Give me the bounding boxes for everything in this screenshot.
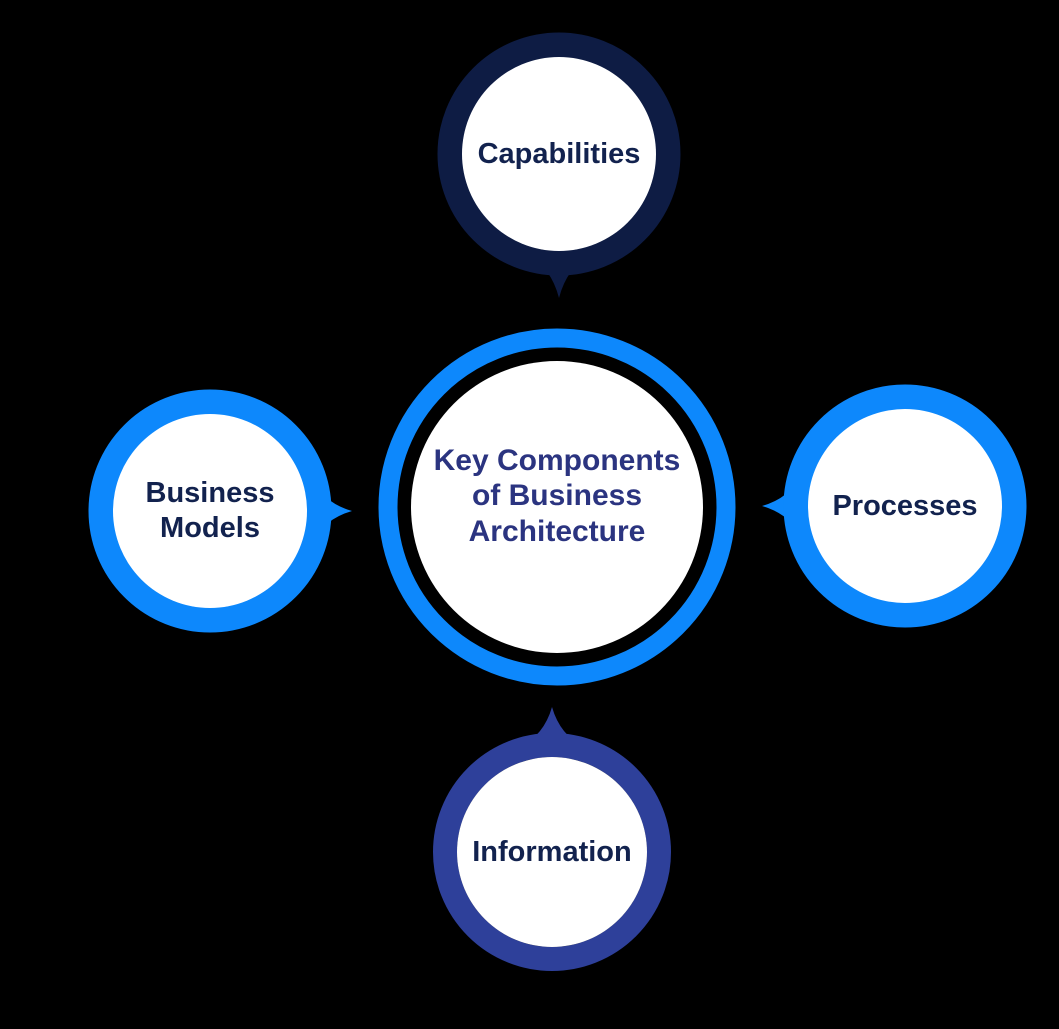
processes-inner-circle	[808, 409, 1002, 603]
information-inner-circle	[457, 757, 647, 947]
node-center-hub	[378, 328, 736, 686]
center-ring	[378, 328, 736, 686]
business-models-inner-circle	[113, 414, 307, 608]
information-ring	[433, 733, 671, 971]
node-business-models	[88, 389, 352, 633]
processes-label: Processes	[832, 489, 978, 522]
processes-ring	[783, 384, 1027, 628]
business-models-ring	[88, 389, 332, 633]
node-processes	[762, 384, 1027, 628]
center-hub-label: Key Components of Business Architecture	[433, 443, 681, 548]
node-information	[433, 707, 671, 971]
center-inner-circle	[411, 361, 703, 653]
capabilities-ring	[437, 32, 681, 276]
capabilities-inner-circle	[462, 57, 656, 251]
business-models-label: Business Models	[145, 476, 275, 544]
capabilities-label: Capabilities	[477, 137, 641, 170]
information-label: Information	[472, 835, 632, 868]
node-capabilities	[437, 32, 681, 298]
